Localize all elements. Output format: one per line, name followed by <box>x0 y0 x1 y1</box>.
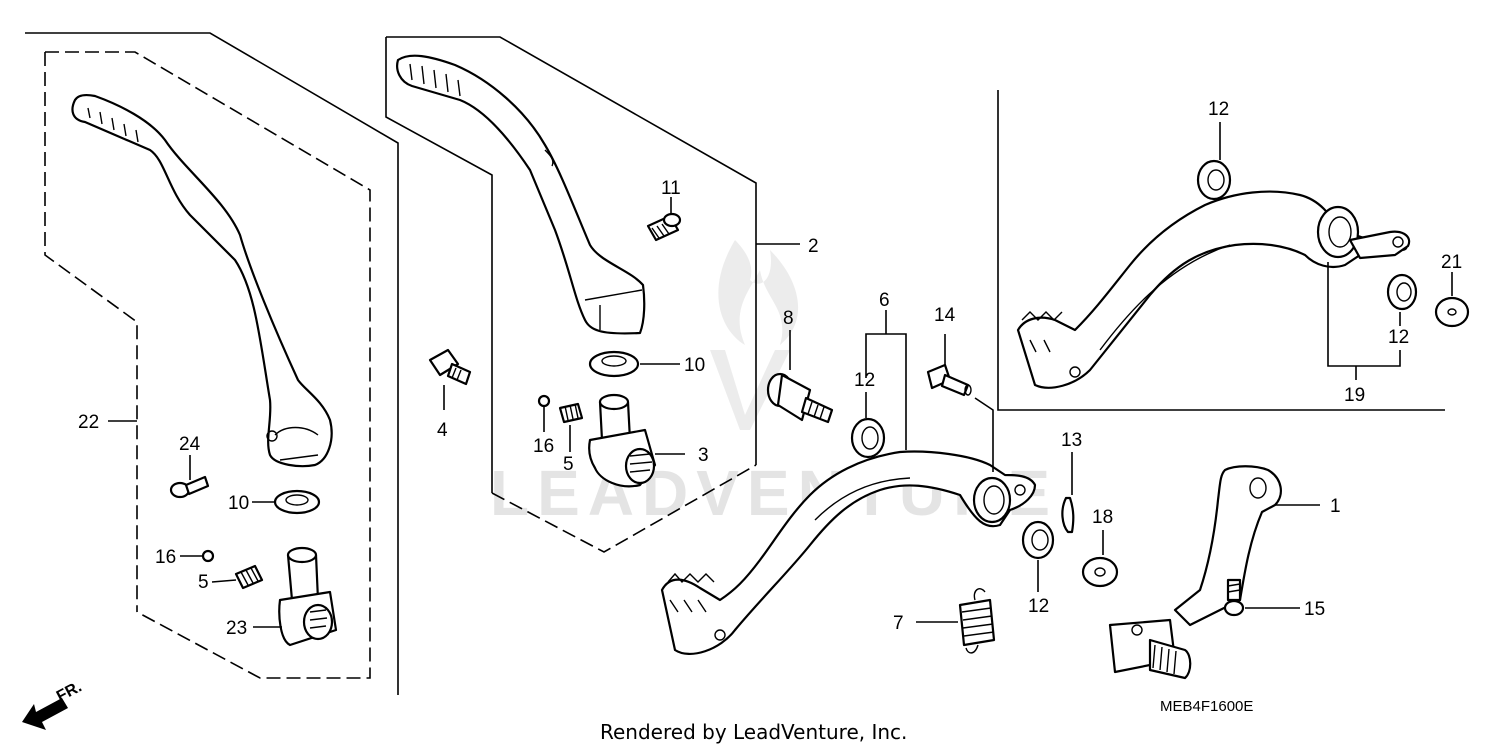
steel-ball-16-left <box>201 549 215 563</box>
callout-8: 8 <box>783 308 794 329</box>
callout-16-left: 16 <box>155 547 176 568</box>
callout-12-lower: 12 <box>1028 596 1049 617</box>
bolt-24 <box>169 475 210 499</box>
washer-10-middle <box>588 350 640 378</box>
front-arrow-icon <box>22 698 68 730</box>
kick-spindle-23 <box>278 546 338 647</box>
joint-pin-14 <box>926 363 972 397</box>
dust-seal-12-center-a <box>850 417 886 459</box>
callout-6: 6 <box>879 290 890 311</box>
callout-12-right: 12 <box>1388 327 1409 348</box>
callout-4: 4 <box>437 420 448 441</box>
diagram-code: MEB4F1600E <box>1160 698 1253 715</box>
kick-spindle-3 <box>588 393 657 488</box>
bolt-4 <box>428 348 472 386</box>
callout-13: 13 <box>1061 430 1082 451</box>
group-shift-pedal-1 <box>1108 465 1320 680</box>
callout-5-left: 5 <box>198 572 209 593</box>
group-brake-pedal-19 <box>997 90 1470 411</box>
callout-16-middle: 16 <box>533 436 554 457</box>
callout-19: 19 <box>1344 385 1365 406</box>
bolt-15 <box>1223 578 1245 617</box>
front-direction-indicator: FR. <box>22 678 85 730</box>
callout-18: 18 <box>1092 507 1113 528</box>
callout-15: 15 <box>1304 599 1325 620</box>
spring-5-middle <box>558 402 584 424</box>
callout-14: 14 <box>934 305 956 326</box>
callout-23: 23 <box>226 618 247 639</box>
callout-21: 21 <box>1441 252 1462 273</box>
cotter-pin-13 <box>1061 496 1075 534</box>
dust-seal-12-top <box>1196 159 1232 201</box>
callout-12-center: 12 <box>854 370 875 391</box>
group-brake-pedal-6 <box>660 310 1119 655</box>
callout-10-middle: 10 <box>684 355 705 376</box>
callout-3: 3 <box>698 445 709 466</box>
callout-11: 11 <box>661 178 681 199</box>
callout-2: 2 <box>808 236 819 257</box>
callout-7: 7 <box>893 613 904 634</box>
kick-arm-22 <box>71 93 333 468</box>
callout-labels: 1 2 3 4 5 5 6 7 8 10 10 11 12 12 12 12 1… <box>78 99 1462 639</box>
pivot-bolt-8 <box>766 372 834 424</box>
kick-arm-2 <box>396 54 646 335</box>
brake-pedal-6 <box>660 450 1037 655</box>
dust-seal-12-center-b <box>1021 520 1055 560</box>
spring-5-left <box>234 564 264 590</box>
callout-12-top: 12 <box>1208 99 1229 120</box>
shift-pedal-1 <box>1173 465 1282 627</box>
group-kick-starter-22 <box>25 32 399 695</box>
steel-ball-16-middle <box>537 394 551 408</box>
washer-10-left <box>273 489 321 515</box>
callout-24: 24 <box>179 434 201 455</box>
dust-seal-12-right <box>1386 273 1418 311</box>
return-spring-7 <box>958 588 996 654</box>
callout-5-middle: 5 <box>563 454 574 475</box>
washer-18 <box>1081 556 1119 588</box>
callout-10-left: 10 <box>228 493 249 514</box>
credit-text: Rendered by LeadVenture, Inc. <box>600 720 907 744</box>
callout-22: 22 <box>78 412 99 433</box>
callout-1: 1 <box>1330 496 1341 517</box>
bolt-11 <box>646 212 682 242</box>
group-kick-starter-2 <box>385 36 800 553</box>
washer-21 <box>1434 296 1470 328</box>
